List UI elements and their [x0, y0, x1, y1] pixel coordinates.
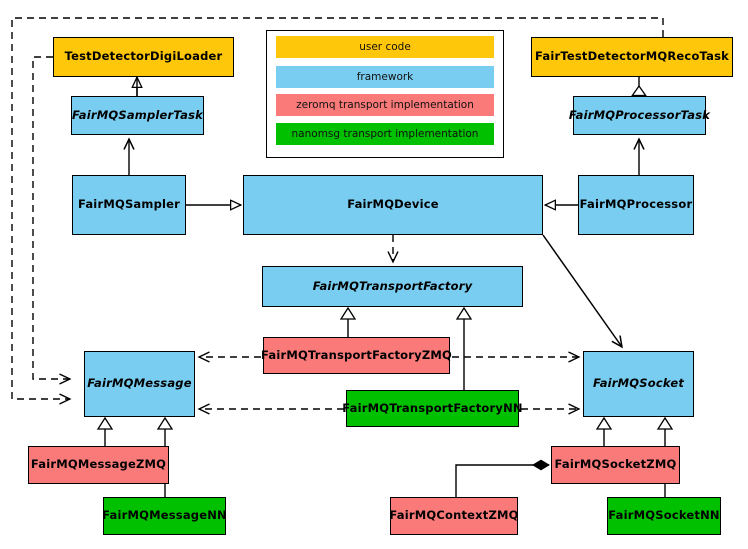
class-box-fairmq-message[interactable]: FairMQMessage	[84, 351, 195, 417]
class-box-fairmq-processor-task[interactable]: FairMQProcessorTask	[569, 96, 710, 135]
class-box-fairmq-transport-factory[interactable]: FairMQTransportFactory	[262, 266, 523, 307]
edge-recotask-generalization	[630, 77, 648, 97]
class-box-test-detector-digi-loader[interactable]: TestDetectorDigiLoader	[53, 37, 234, 77]
edge-device-to-socket	[542, 234, 622, 347]
edge-socketzmq-generalization	[595, 416, 613, 446]
class-box-fairmq-socket-nn[interactable]: FairMQSocketNN	[607, 497, 721, 535]
legend-row-framework: framework	[276, 66, 494, 88]
class-box-fair-test-detector-mq-reco-task[interactable]: FairTestDetectorMQRecoTask	[531, 37, 733, 77]
edge-digiloader-to-message	[32, 56, 70, 379]
legend-row-zeromq: zeromq transport implementation	[276, 94, 494, 116]
edge-transportnn-generalization	[455, 306, 473, 390]
class-box-fairmq-socket-zmq[interactable]: FairMQSocketZMQ	[551, 446, 680, 484]
class-box-fairmq-sampler-task[interactable]: FairMQSamplerTask	[71, 96, 204, 135]
edge-messagezmq-generalization	[96, 416, 114, 446]
class-box-fairmq-processor[interactable]: FairMQProcessor	[578, 175, 694, 235]
legend-row-nanomsg: nanomsg transport implementation	[276, 123, 494, 145]
legend-row-user-code: user code	[276, 36, 494, 58]
edge-recotask-to-message	[11, 17, 664, 399]
class-box-fairmq-transport-factory-nn[interactable]: FairMQTransportFactoryNN	[342, 390, 523, 427]
class-box-fairmq-message-nn[interactable]: FairMQMessageNN	[102, 497, 227, 535]
class-box-fairmq-sampler[interactable]: FairMQSampler	[72, 175, 186, 235]
class-box-fairmq-socket[interactable]: FairMQSocket	[583, 351, 694, 417]
class-box-fairmq-context-zmq[interactable]: FairMQContextZMQ	[389, 497, 518, 535]
class-box-fairmq-message-zmq[interactable]: FairMQMessageZMQ	[28, 446, 169, 484]
edge-socketzmq-to-contextzmq	[455, 459, 550, 497]
class-box-fairmq-device[interactable]: FairMQDevice	[243, 175, 543, 235]
edge-transportzmq-generalization	[339, 306, 357, 337]
class-box-fairmq-transport-factory-zmq[interactable]: FairMQTransportFactoryZMQ	[261, 337, 452, 374]
